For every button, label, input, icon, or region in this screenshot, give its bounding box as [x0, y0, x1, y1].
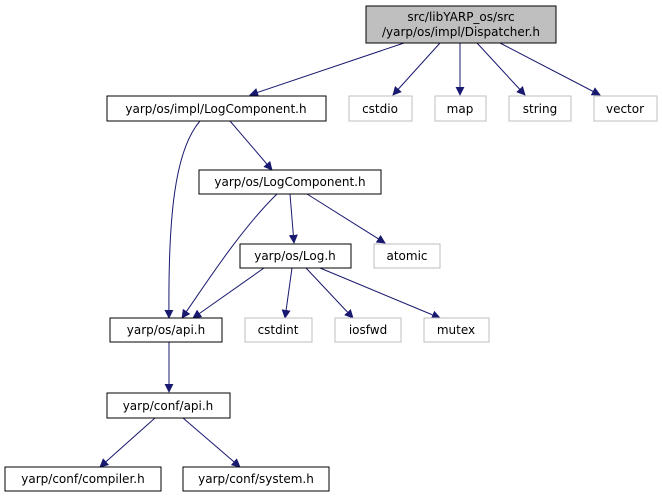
- node-label: yarp/os/impl/LogComponent.h: [125, 102, 306, 116]
- edge-logcomponent-to-os-api: [181, 193, 278, 319]
- node-label: cstdint: [258, 323, 299, 337]
- root-label-line1: src/libYARP_os/src: [407, 10, 514, 24]
- edge-log-to-iosfwd: [305, 267, 354, 319]
- node-label: map: [447, 102, 474, 116]
- node-conf-api[interactable]: yarp/conf/api.h: [106, 392, 231, 419]
- node-mutex: mutex: [423, 317, 490, 343]
- node-label: vector: [606, 102, 644, 116]
- node-compiler[interactable]: yarp/conf/compiler.h: [4, 466, 162, 492]
- edges: [99, 42, 601, 468]
- node-label: atomic: [386, 249, 427, 263]
- node-logcomponent-impl[interactable]: yarp/os/impl/LogComponent.h: [106, 95, 327, 122]
- node-label: yarp/conf/compiler.h: [21, 472, 144, 486]
- node-log[interactable]: yarp/os/Log.h: [239, 243, 352, 269]
- node-cstdint: cstdint: [244, 317, 313, 343]
- edge-log-to-cstdint: [281, 267, 293, 319]
- node-atomic: atomic: [373, 243, 441, 269]
- edge-root-to-cstdio: [392, 42, 441, 96]
- node-label: yarp/conf/system.h: [198, 472, 314, 486]
- edge-conf-api-to-compiler: [99, 417, 156, 468]
- edge-root-to-string: [476, 42, 526, 96]
- edge-root-to-logcomponent-impl: [249, 42, 405, 97]
- node-cstdio: cstdio: [348, 95, 413, 122]
- node-label: string: [523, 102, 557, 116]
- edge-conf-api-to-system: [182, 417, 241, 468]
- node-label: cstdio: [362, 102, 398, 116]
- node-label: yarp/os/api.h: [127, 323, 205, 337]
- node-map: map: [434, 95, 487, 122]
- node-vector: vector: [593, 95, 658, 122]
- node-iosfwd: iosfwd: [334, 317, 402, 343]
- edge-logcomponent-to-log: [288, 193, 298, 244]
- node-root-dispatcher[interactable]: src/libYARP_os/src /yarp/os/impl/Dispatc…: [365, 5, 557, 44]
- edge-logcomponent-to-atomic: [306, 193, 386, 244]
- edge-log-to-mutex: [319, 267, 441, 320]
- node-label: yarp/os/LogComponent.h: [214, 175, 365, 189]
- node-label: yarp/os/Log.h: [254, 249, 336, 263]
- edge-logcomponent-impl-to-logcomponent: [229, 120, 273, 171]
- edge-logcomponent-impl-to-os-api: [164, 120, 201, 319]
- edge-root-to-vector: [499, 42, 601, 96]
- node-label: yarp/conf/api.h: [123, 399, 214, 413]
- node-os-api[interactable]: yarp/os/api.h: [109, 317, 223, 343]
- node-label: iosfwd: [349, 323, 387, 337]
- node-logcomponent[interactable]: yarp/os/LogComponent.h: [198, 169, 382, 195]
- node-string: string: [508, 95, 572, 122]
- node-system[interactable]: yarp/conf/system.h: [182, 466, 330, 492]
- edge-log-to-os-api: [192, 267, 265, 319]
- root-label-line2: /yarp/os/impl/Dispatcher.h: [382, 25, 540, 39]
- node-label: mutex: [437, 323, 475, 337]
